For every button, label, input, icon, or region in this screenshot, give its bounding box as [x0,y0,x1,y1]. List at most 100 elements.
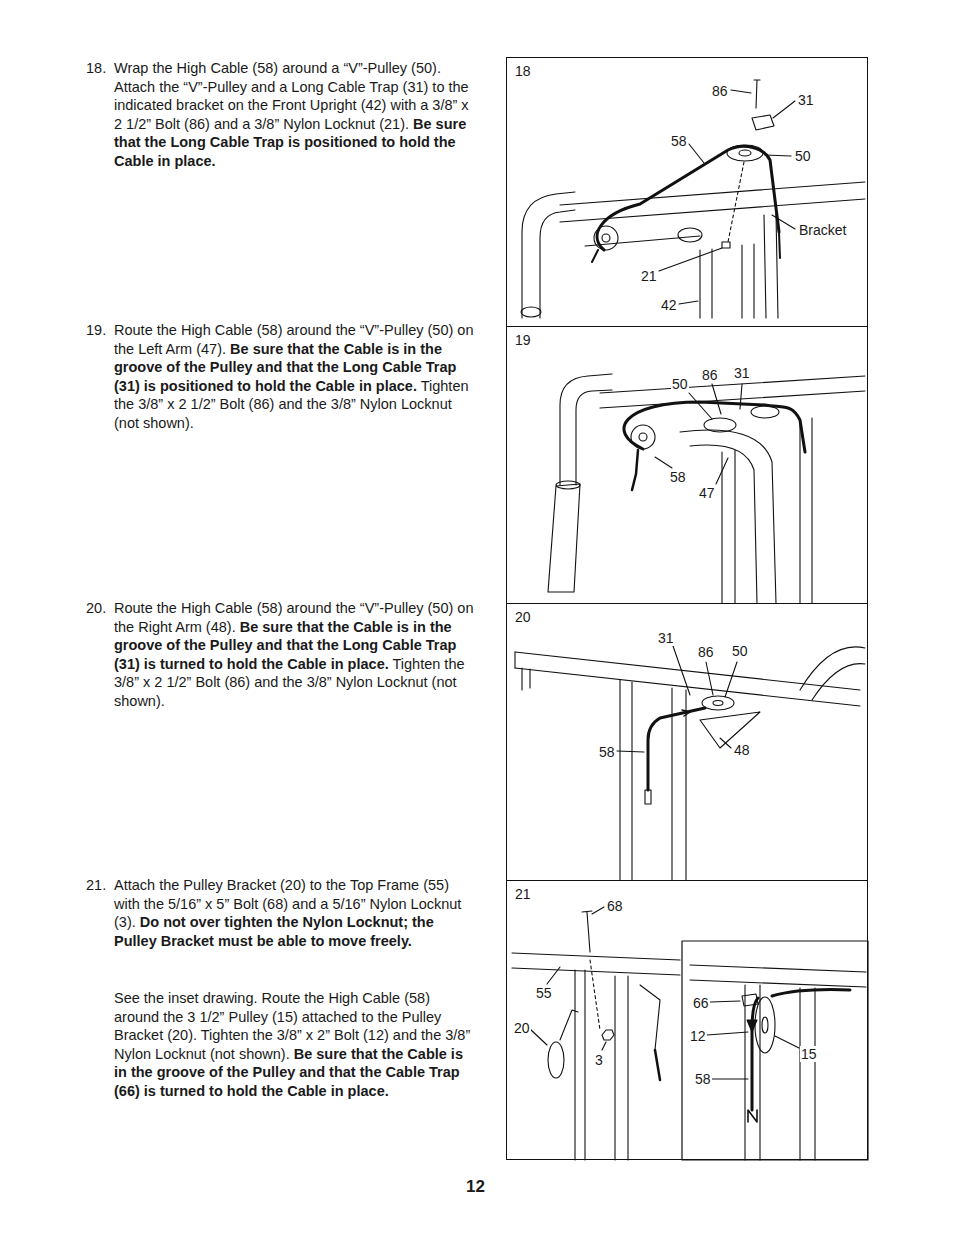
line-art [752,115,774,130]
callout-number: 3 [594,1052,604,1068]
instruction-text: Attach the Pulley Bracket (20) to the To… [114,876,474,950]
line-art [640,985,660,1050]
line-art [742,994,758,1006]
instruction-text: See the inset drawing. Route the High Ca… [114,989,474,1101]
callout-number: 50 [794,148,812,164]
line-art [512,968,680,975]
line-art [690,980,866,987]
line-art [800,647,865,690]
callout-number: 58 [694,1071,712,1087]
line-art [711,249,712,318]
line-art [753,244,754,318]
line-art [710,1001,740,1002]
step-number: 18 [514,63,532,79]
line-art [514,652,515,668]
line-art [690,965,866,972]
part-shape [751,406,779,418]
callout-number: 31 [733,365,751,381]
callout-number: 50 [731,643,749,659]
step-number: 21 [514,886,532,902]
warning-text: Do not over tighten the Nylon Locknut; t… [114,914,434,949]
line-art [764,215,766,318]
callout-number: 31 [657,630,675,646]
callout-number: 48 [733,742,751,758]
part-shape [702,696,734,710]
line-art [772,215,795,229]
line-art [631,682,632,880]
callout-number: 58 [669,469,687,485]
step-panel: 21 [506,880,868,1160]
line-art [748,1110,757,1122]
line-art [515,652,860,690]
line-art [725,662,737,697]
line-art [685,690,686,880]
line-art [680,430,776,603]
line-art [632,450,638,490]
callout-number: 12 [689,1028,707,1044]
part-shape [755,997,775,1053]
instruction-text: Route the High Cable (58) around the “V”… [114,321,474,433]
line-art [700,712,760,748]
line-art [799,988,800,1160]
line-art [799,420,800,603]
instruction-text: Wrap the High Cable (58) around a “V”-Pu… [114,59,474,171]
line-art [540,210,575,318]
instruction-text: Route the High Cable (58) around the “V”… [114,599,474,711]
line-art [720,738,731,748]
line-art [747,1020,757,1032]
line-art [682,710,690,716]
part-shape [602,234,610,242]
callout-number: 31 [797,92,815,108]
line-art [814,988,815,1160]
line-art [655,1050,660,1080]
line-art [811,418,812,603]
line-art [560,1010,578,1040]
line-art [712,384,721,414]
panel-art [548,374,865,603]
line-art [673,646,690,695]
line-art [812,664,865,700]
line-art [699,250,700,318]
line-art [689,393,712,419]
line-art [772,990,850,996]
line-art [721,452,722,603]
line-art [741,245,742,318]
line-art [582,911,592,952]
callout-number: 21 [640,268,658,284]
panel-art [515,646,865,880]
part-shape [713,701,723,706]
step-panel: 20 [506,603,868,881]
line-art [779,232,780,258]
line-art [624,402,805,452]
line-art [716,458,728,484]
line-art [712,1078,748,1079]
line-art [752,998,758,1110]
line-art [655,457,672,468]
step-number: 21. [86,876,106,895]
line-art [522,668,530,690]
callout-number: 86 [697,644,715,660]
line-art [707,1032,748,1035]
line-art [602,1042,606,1050]
line-art [759,985,760,1160]
callout-number: 55 [535,985,553,1001]
line-art [522,192,575,318]
callout-number: 86 [711,83,729,99]
line-art [576,390,612,485]
callout-number: 68 [606,898,624,914]
line-art [600,391,865,408]
part-shape [704,418,736,432]
line-art [602,1030,614,1040]
part-shape [762,1017,768,1033]
part-shape [678,228,702,242]
panel-art [512,907,868,1160]
line-art [728,162,744,242]
line-art [560,374,612,485]
part-shape [739,150,751,156]
step-number: 18. [86,59,106,78]
callout-number: 47 [698,485,716,501]
line-art [744,985,745,1160]
callout-number: 42 [660,297,678,313]
part-shape [548,1042,564,1078]
line-art [592,907,604,914]
